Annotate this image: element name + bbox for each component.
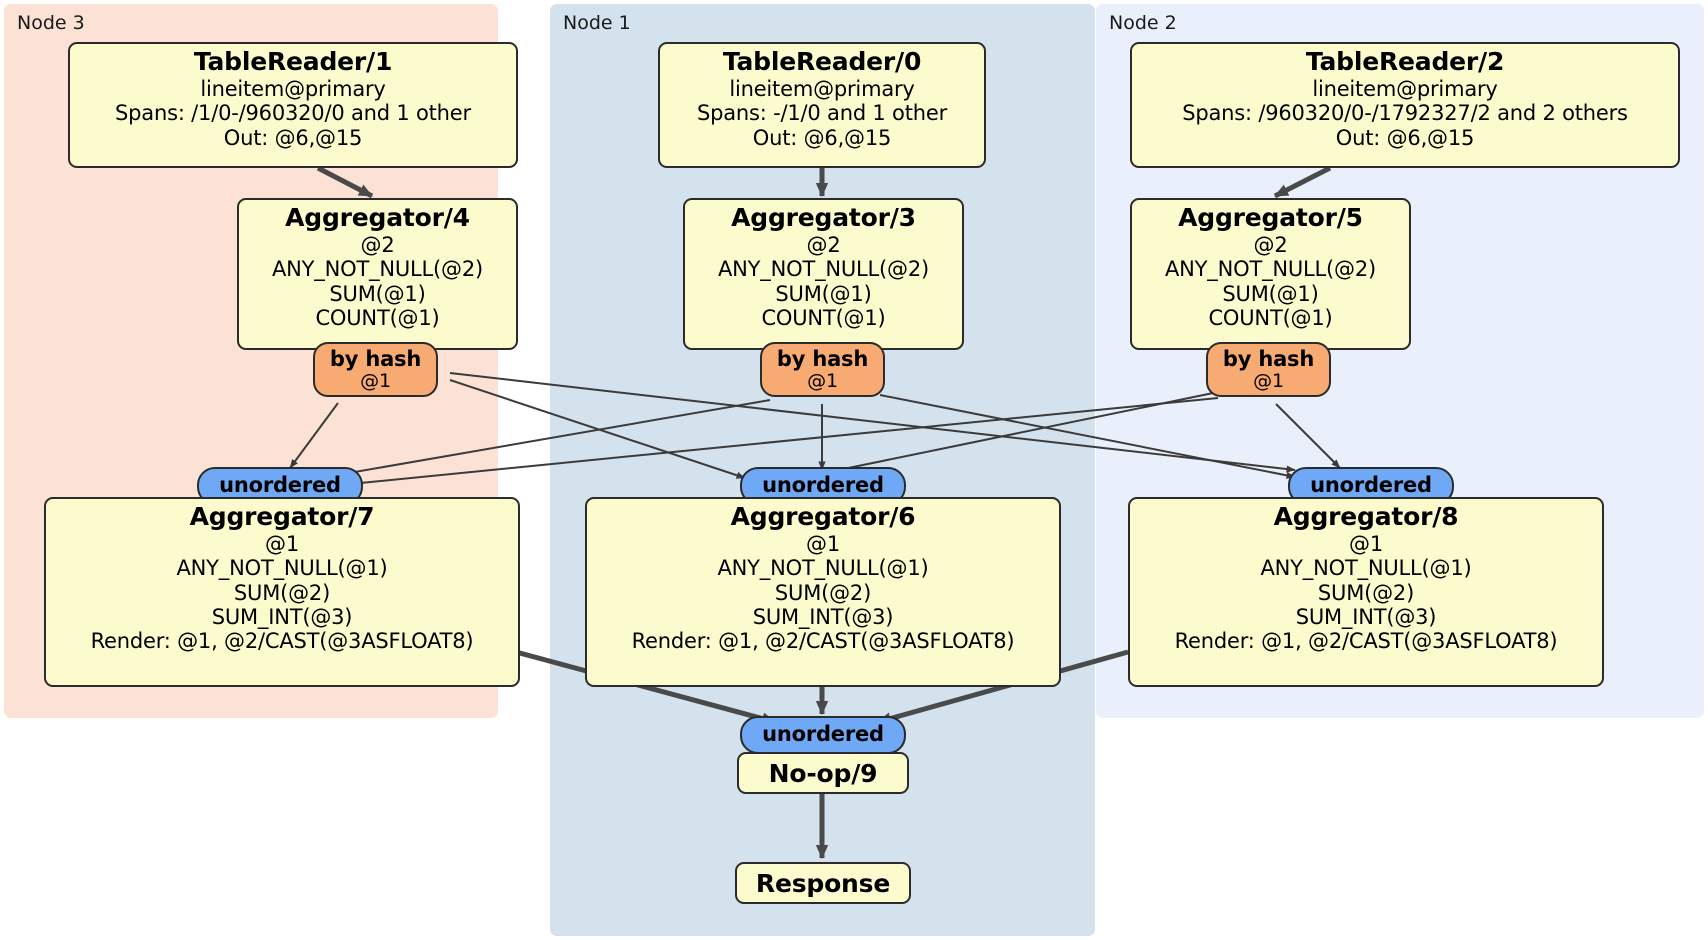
processor-line: SUM(@2)	[1317, 580, 1415, 605]
processor-line: SUM(@1)	[329, 281, 426, 306]
router-label: unordered	[1310, 473, 1432, 498]
processor-line: SUM(@2)	[233, 580, 331, 605]
router-label: unordered	[762, 473, 884, 498]
processor-line: lineitem@primary	[200, 77, 386, 101]
processor-aggregator-5[interactable]: Aggregator/5 @2 ANY_NOT_NULL(@2) SUM(@1)…	[1130, 198, 1411, 350]
router-sublabel: @1	[360, 369, 391, 392]
processor-line: ANY_NOT_NULL(@2)	[718, 257, 929, 282]
processor-line: ANY_NOT_NULL(@1)	[176, 556, 388, 581]
processor-title: No-op/9	[768, 758, 878, 788]
processor-line: SUM(@2)	[774, 580, 872, 605]
processor-aggregator-6[interactable]: Aggregator/6 @1 ANY_NOT_NULL(@1) SUM(@2)…	[585, 497, 1061, 687]
processor-title: Aggregator/4	[285, 203, 470, 232]
processor-aggregator-8[interactable]: Aggregator/8 @1 ANY_NOT_NULL(@1) SUM(@2)…	[1128, 497, 1604, 687]
processor-line: SUM(@1)	[775, 281, 872, 306]
router-by-hash-right[interactable]: by hash @1	[1206, 342, 1331, 397]
processor-line: @1	[265, 532, 299, 556]
processor-title: Aggregator/8	[1273, 502, 1459, 531]
processor-line: ANY_NOT_NULL(@1)	[1260, 556, 1472, 581]
panel-node-1-label: Node 1	[563, 12, 631, 34]
processor-response[interactable]: Response	[735, 862, 911, 904]
processor-line: Out: @6,@15	[752, 125, 892, 150]
router-sublabel: @1	[807, 369, 838, 392]
processor-title: Aggregator/5	[1178, 203, 1363, 232]
processor-aggregator-7[interactable]: Aggregator/7 @1 ANY_NOT_NULL(@1) SUM(@2)…	[44, 497, 520, 687]
processor-line: COUNT(@1)	[315, 306, 440, 331]
processor-title: TableReader/2	[1305, 47, 1505, 76]
router-label: unordered	[219, 473, 341, 498]
router-label: by hash	[1222, 346, 1315, 371]
processor-line: COUNT(@1)	[761, 306, 886, 331]
processor-line: SUM_INT(@3)	[1295, 605, 1437, 630]
processor-line: SUM_INT(@3)	[752, 605, 894, 630]
processor-title: Aggregator/6	[730, 502, 916, 531]
processor-title: Aggregator/3	[731, 203, 916, 232]
processor-line: @2	[360, 233, 395, 257]
processor-line: COUNT(@1)	[1208, 306, 1333, 331]
processor-line: Spans: -/1/0 and 1 other	[696, 101, 948, 126]
processor-line: SUM(@1)	[1222, 281, 1319, 306]
processor-line: Spans: /1/0-/960320/0 and 1 other	[115, 101, 471, 126]
processor-line: ANY_NOT_NULL(@1)	[717, 556, 929, 581]
processor-line: Spans: /960320/0-/1792327/2 and 2 others	[1182, 101, 1628, 126]
router-label: by hash	[776, 346, 869, 371]
processor-line: @1	[806, 532, 840, 556]
processor-line: lineitem@primary	[1312, 77, 1498, 101]
processor-line: @1	[1349, 532, 1383, 556]
processor-title: Response	[755, 868, 891, 898]
router-by-hash-mid[interactable]: by hash @1	[760, 342, 885, 397]
processor-no-op-9[interactable]: No-op/9	[737, 752, 909, 794]
processor-aggregator-3[interactable]: Aggregator/3 @2 ANY_NOT_NULL(@2) SUM(@1)…	[683, 198, 964, 350]
processor-line: Out: @6,@15	[1335, 125, 1475, 150]
processor-line: @2	[1253, 233, 1288, 257]
processor-aggregator-4[interactable]: Aggregator/4 @2 ANY_NOT_NULL(@2) SUM(@1)…	[237, 198, 518, 350]
processor-tablereader-1[interactable]: TableReader/1 lineitem@primary Spans: /1…	[68, 42, 518, 168]
processor-line: Render: @1, @2/CAST(@3ASFLOAT8)	[631, 629, 1015, 654]
panel-node-3-label: Node 3	[17, 12, 85, 34]
processor-line: ANY_NOT_NULL(@2)	[272, 257, 483, 282]
processor-line: Render: @1, @2/CAST(@3ASFLOAT8)	[1174, 629, 1558, 654]
router-label: unordered	[762, 722, 884, 747]
processor-line: lineitem@primary	[729, 77, 915, 101]
processor-title: TableReader/0	[722, 47, 922, 76]
panel-node-2-label: Node 2	[1109, 12, 1177, 34]
processor-line: @2	[806, 233, 841, 257]
processor-line: ANY_NOT_NULL(@2)	[1165, 257, 1376, 282]
processor-title: TableReader/1	[193, 47, 393, 76]
processor-title: Aggregator/7	[189, 502, 375, 531]
processor-line: SUM_INT(@3)	[211, 605, 353, 630]
router-unordered-final[interactable]: unordered	[740, 716, 906, 754]
processor-tablereader-0[interactable]: TableReader/0 lineitem@primary Spans: -/…	[658, 42, 986, 168]
processor-line: Render: @1, @2/CAST(@3ASFLOAT8)	[90, 629, 474, 654]
router-label: by hash	[329, 346, 422, 371]
processor-tablereader-2[interactable]: TableReader/2 lineitem@primary Spans: /9…	[1130, 42, 1680, 168]
router-by-hash-left[interactable]: by hash @1	[313, 342, 438, 397]
processor-line: Out: @6,@15	[223, 125, 363, 150]
router-sublabel: @1	[1253, 369, 1284, 392]
